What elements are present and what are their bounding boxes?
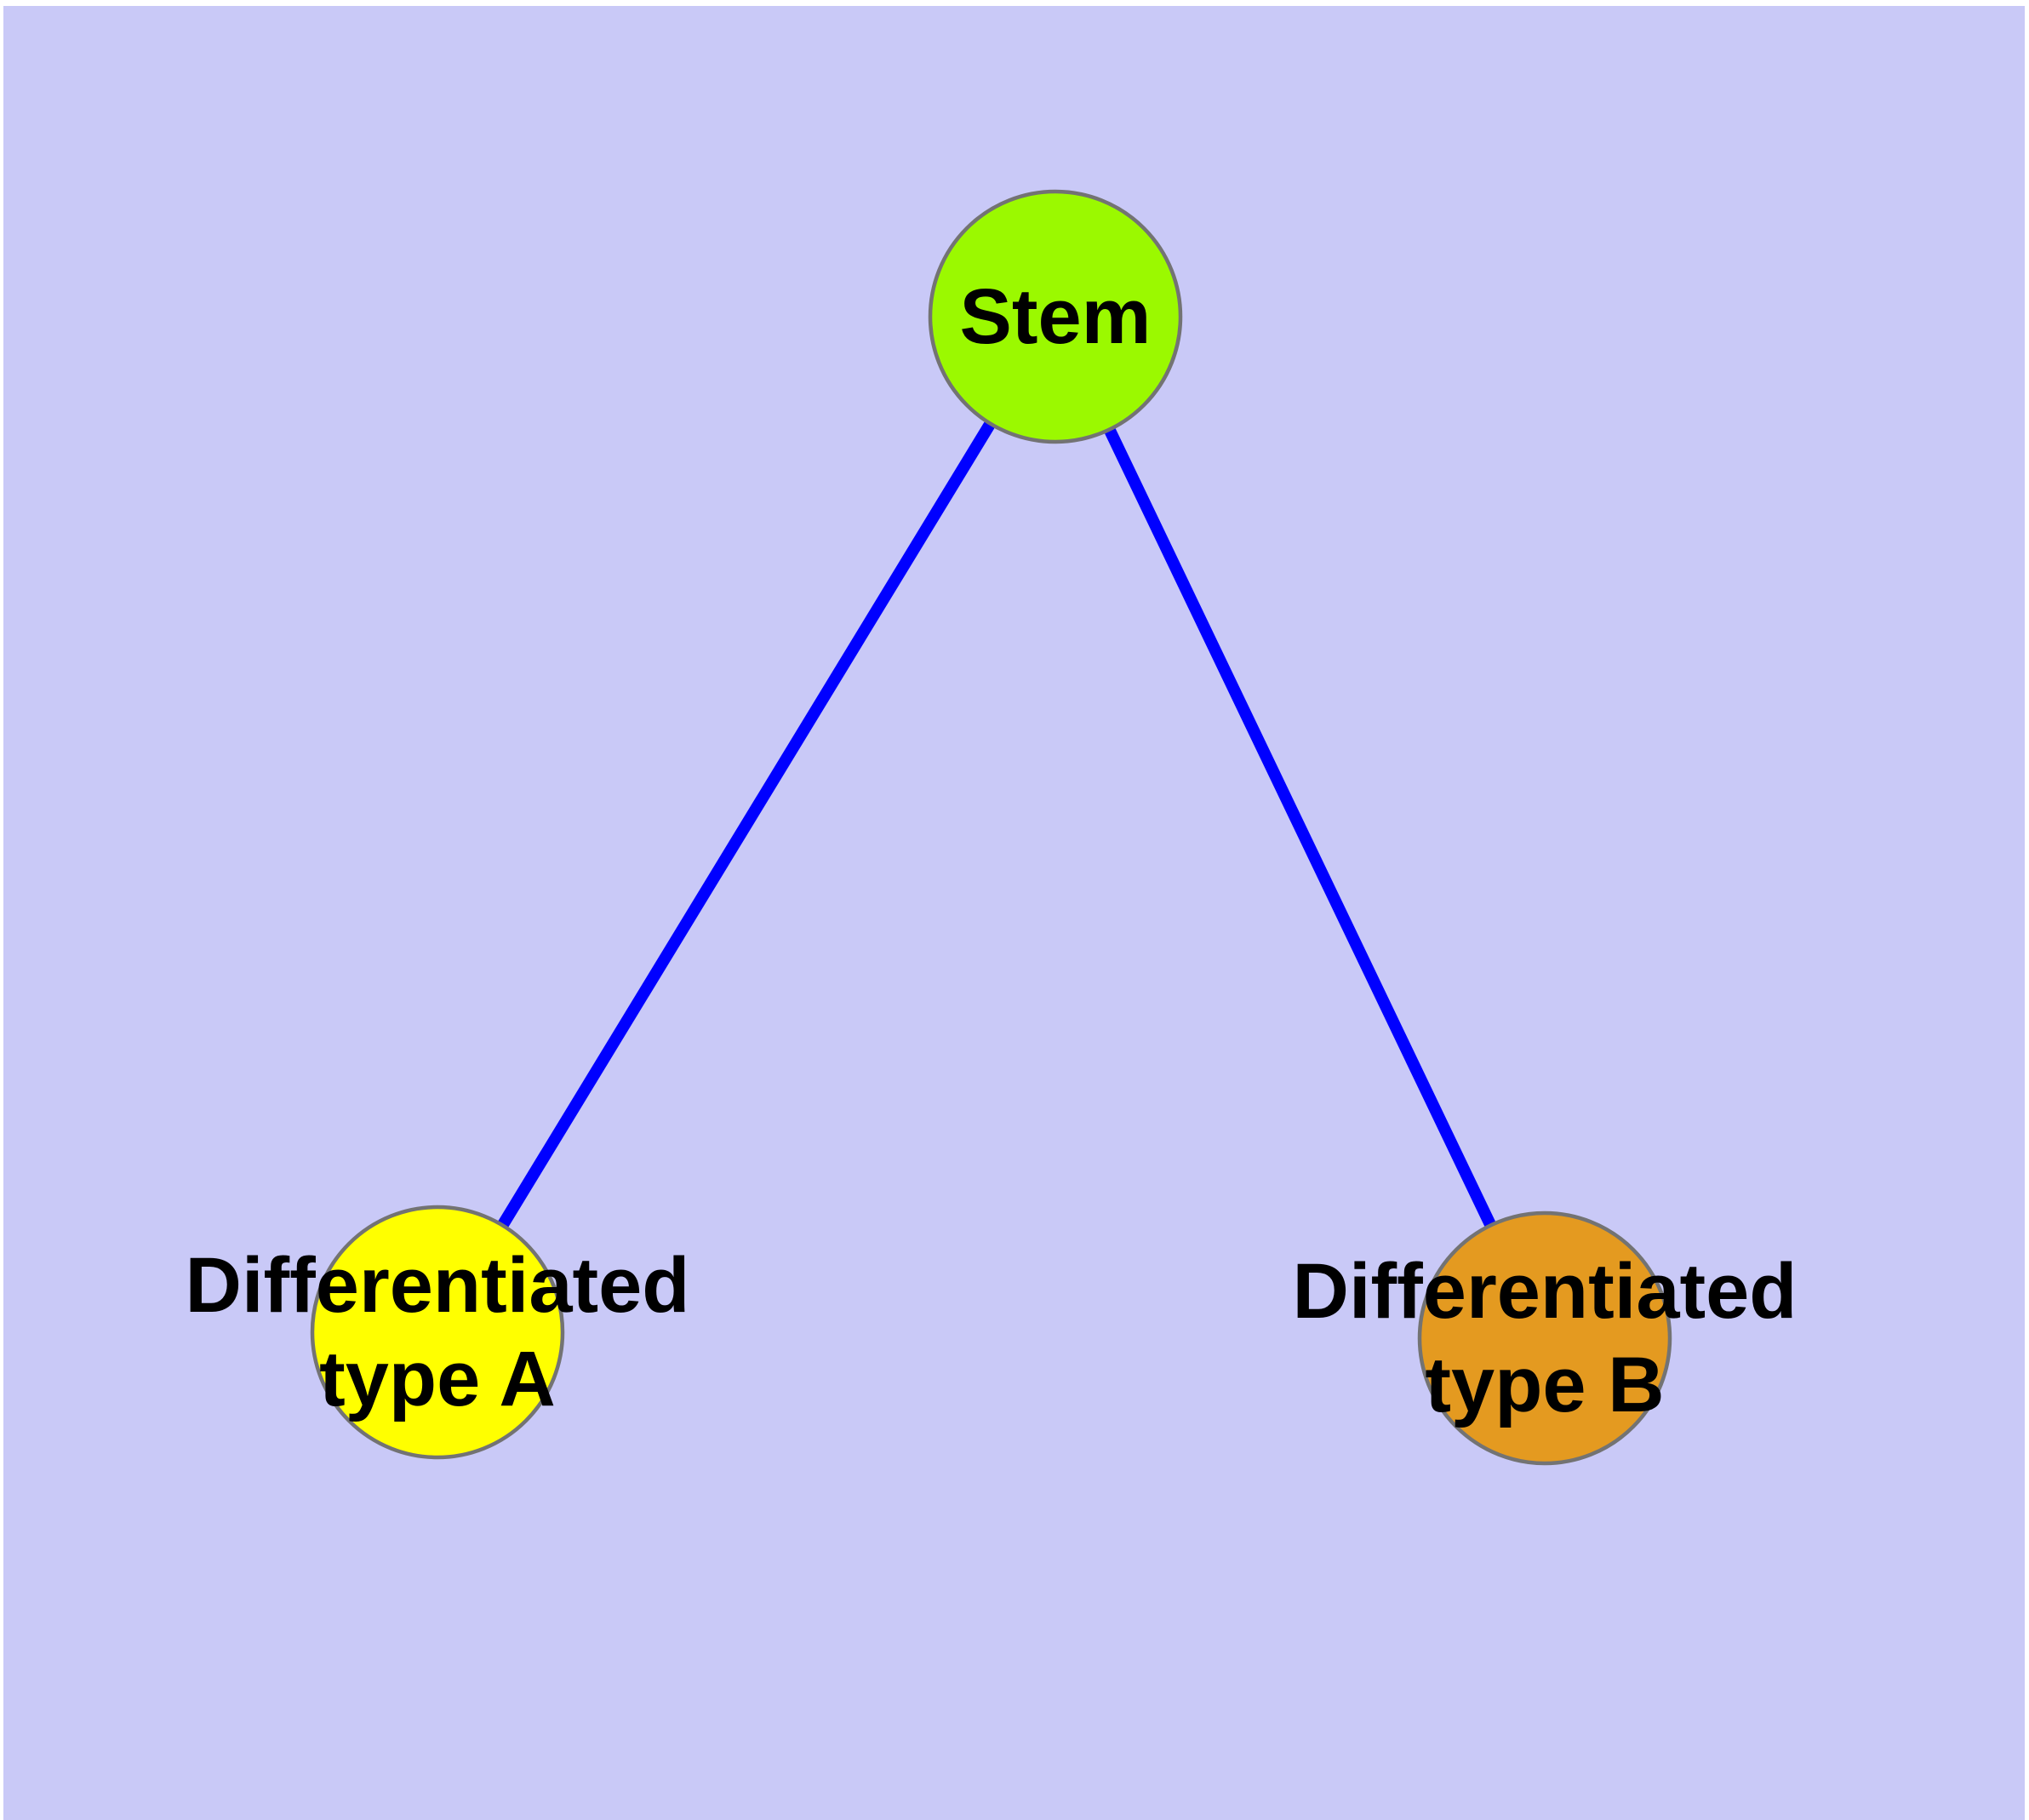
edge-stem-to-type-b: [1049, 313, 1551, 1342]
node-type-b: [1417, 1210, 1672, 1466]
node-type-a: [310, 1205, 565, 1460]
edge-stem-to-type-a: [432, 313, 1060, 1336]
node-stem: [928, 189, 1183, 444]
